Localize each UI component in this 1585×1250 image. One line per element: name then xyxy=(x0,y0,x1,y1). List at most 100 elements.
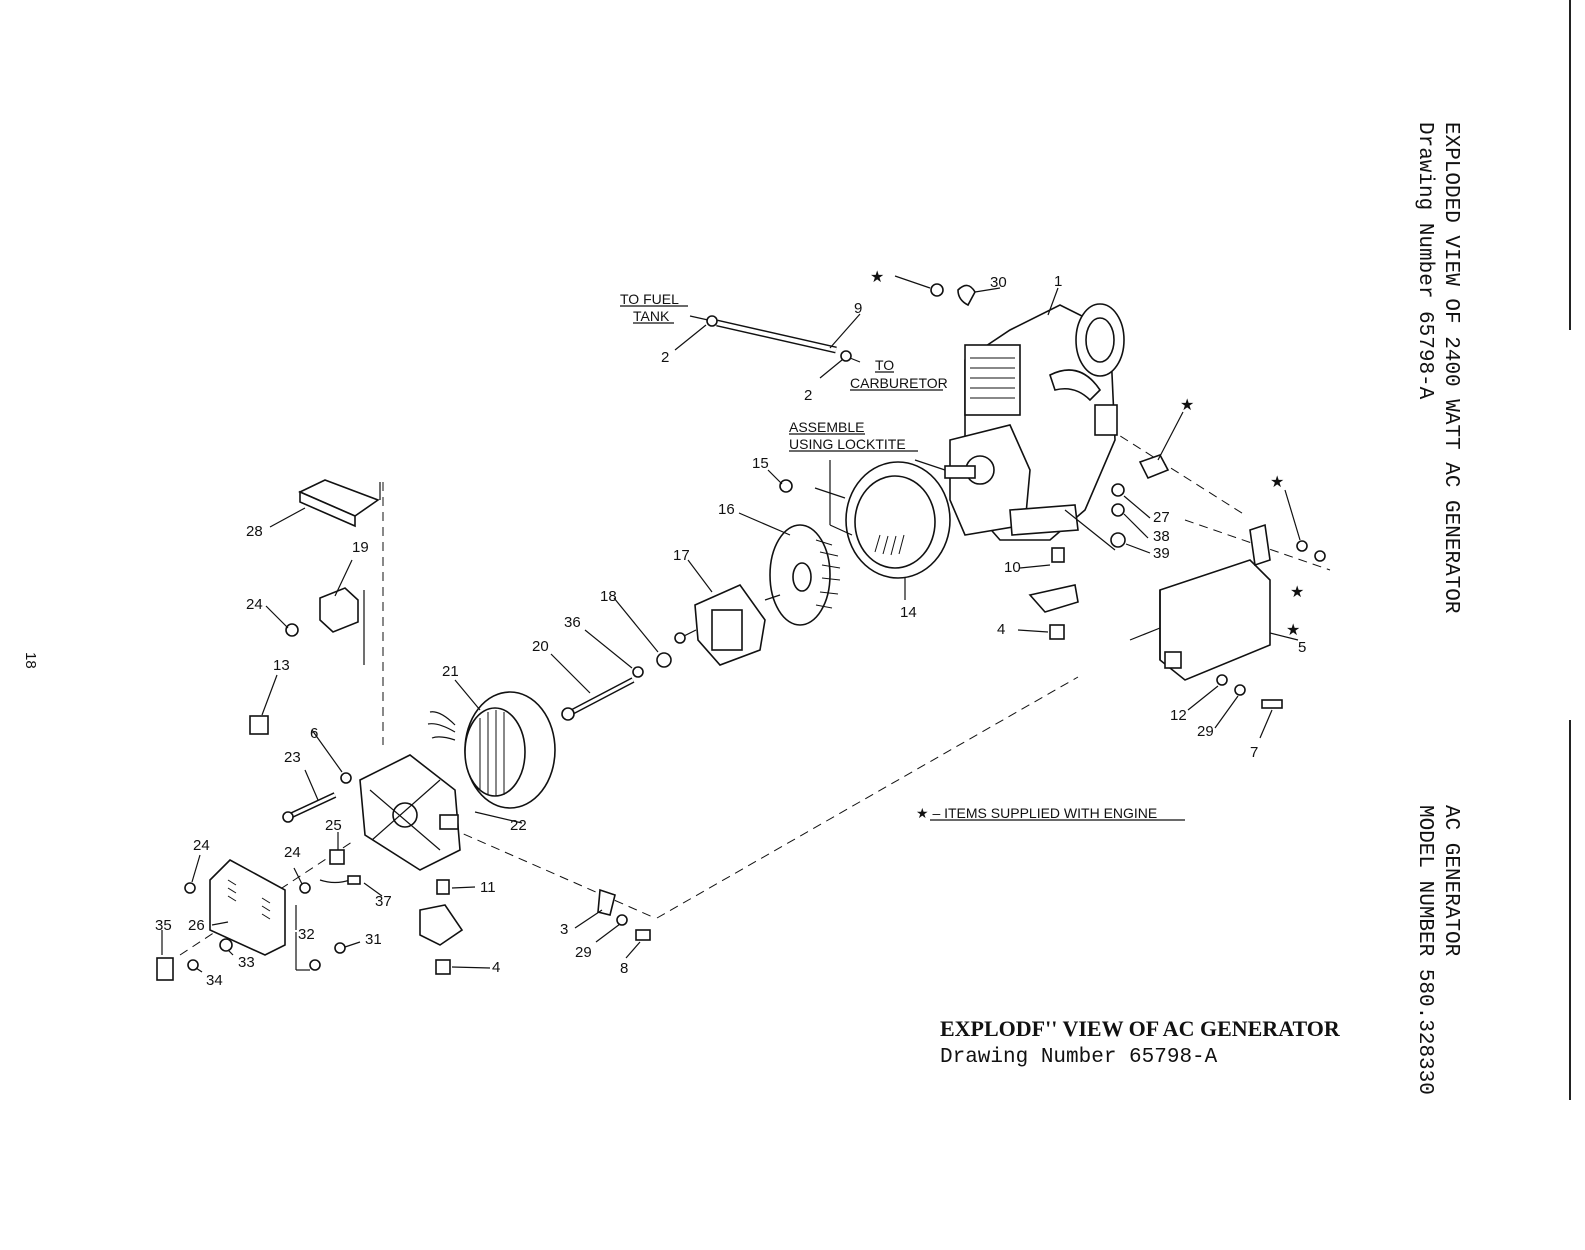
part-callouts: 1 30 9 2 2 15 16 14 17 18 36 20 21 22 28… xyxy=(155,273,1306,989)
side-model-line2: MODEL NUMBER 580.328330 xyxy=(1413,805,1436,1095)
callout-15: 15 xyxy=(752,455,769,472)
bolt-part-23 xyxy=(282,792,337,823)
bottom-title: EXPLODF'' VIEW OF AC GENERATOR Drawing N… xyxy=(940,1016,1341,1069)
cover-box-part-28 xyxy=(298,479,380,528)
screw-part-24-upper xyxy=(285,623,299,637)
star-marker: ★ xyxy=(1286,622,1300,639)
note-assemble-1: ASSEMBLE xyxy=(789,419,864,435)
star-marker: ★ xyxy=(1290,584,1304,601)
gasket-parts-27-38-39 xyxy=(1110,454,1170,548)
callout-5: 5 xyxy=(1298,639,1306,656)
screw-part-24-lower xyxy=(184,882,196,894)
note-to-carburetor-2: CARBURETOR xyxy=(850,375,948,391)
callout-24: 24 xyxy=(284,844,301,861)
callout-27: 27 xyxy=(1153,509,1170,526)
callout-4: 4 xyxy=(492,959,500,976)
callout-31: 31 xyxy=(365,931,382,948)
fan-part-16 xyxy=(769,524,841,626)
page-edge-line xyxy=(1569,0,1571,330)
washer-part-36 xyxy=(632,666,644,678)
callout-6: 6 xyxy=(310,725,318,742)
callout-32: 32 xyxy=(298,926,315,943)
callout-19: 19 xyxy=(352,539,369,556)
callout-14: 14 xyxy=(900,604,917,621)
callout-24: 24 xyxy=(193,837,210,854)
star-marker: ★ xyxy=(870,269,884,286)
side-title-line2: Drawing Number 65798-A xyxy=(1413,122,1436,400)
callout-2: 2 xyxy=(661,349,669,366)
callout-35: 35 xyxy=(155,917,172,934)
clamp-part-30 xyxy=(930,283,976,307)
callout-22: 22 xyxy=(510,817,527,834)
callout-13: 13 xyxy=(273,657,290,674)
washer-part-6 xyxy=(340,772,352,784)
callout-20: 20 xyxy=(532,638,549,655)
plug-part-35 xyxy=(156,957,174,981)
star-marker: ★ xyxy=(1180,397,1194,414)
end-bell-part-22 xyxy=(359,754,461,871)
callout-7: 7 xyxy=(1250,744,1258,761)
callout-36: 36 xyxy=(564,614,581,631)
callout-39: 39 xyxy=(1153,545,1170,562)
engine-item-stars: ★ ★ ★ ★ ★ xyxy=(870,269,1304,639)
note-items-supplied: ★ – ITEMS SUPPLIED WITH ENGINE xyxy=(916,805,1157,821)
nut-engine-star xyxy=(1296,540,1308,552)
side-title-line1: EXPLODED VIEW OF 2400 WATT AC GENERATOR xyxy=(1439,122,1462,614)
callout-37: 37 xyxy=(375,893,392,910)
fuel-line-part-9 xyxy=(706,315,852,362)
note-underlines xyxy=(620,305,1185,821)
side-model: AC GENERATOR MODEL NUMBER 580.328330 xyxy=(1413,805,1462,1095)
screw-part-31 xyxy=(334,942,346,954)
bottom-title-line2: Drawing Number 65798-A xyxy=(940,1046,1218,1069)
callout-30: 30 xyxy=(990,274,1007,291)
side-model-line1: AC GENERATOR xyxy=(1439,805,1462,957)
screw-part-15 xyxy=(779,479,793,493)
callout-12: 12 xyxy=(1170,707,1187,724)
note-to-fuel-tank-1: TO FUEL xyxy=(620,291,679,307)
note-assemble-2: USING LOCKTITE xyxy=(789,436,906,452)
callout-29: 29 xyxy=(575,944,592,961)
nut-part-33 xyxy=(219,938,233,952)
callout-10: 10 xyxy=(1004,559,1021,576)
callout-28: 28 xyxy=(246,523,263,540)
callout-33: 33 xyxy=(238,954,255,971)
callout-1: 1 xyxy=(1054,273,1062,290)
star-marker: ★ xyxy=(1270,474,1284,491)
callout-16: 16 xyxy=(718,501,735,518)
terminal-part-25 xyxy=(319,849,361,885)
callout-4: 4 xyxy=(997,621,1005,638)
mount-part-10 xyxy=(1028,547,1079,640)
engine-part-1 xyxy=(944,303,1125,541)
washer-part-18 xyxy=(656,652,672,668)
callout-34: 34 xyxy=(206,972,223,989)
stator-part-21 xyxy=(427,691,556,809)
callout-25: 25 xyxy=(325,817,342,834)
callout-29: 29 xyxy=(1197,723,1214,740)
callout-3: 3 xyxy=(560,921,568,938)
callout-21: 21 xyxy=(442,663,459,680)
note-to-fuel-tank-2: TANK xyxy=(633,308,670,324)
page-edge-line-lower xyxy=(1569,720,1571,1100)
leader-lines xyxy=(161,275,1301,973)
side-title: EXPLODED VIEW OF 2400 WATT AC GENERATOR … xyxy=(1413,122,1462,614)
fan-housing-part-14 xyxy=(845,461,951,579)
nut-part-34 xyxy=(187,959,199,971)
notes: TO FUEL TANK TO CARBURETOR ASSEMBLE USIN… xyxy=(620,291,1157,821)
callout-8: 8 xyxy=(620,960,628,977)
mount-part-11 xyxy=(419,879,464,975)
nut-part-13 xyxy=(249,715,269,735)
note-to-carburetor-1: TO xyxy=(875,357,894,373)
washer-engine-star xyxy=(1314,550,1326,562)
callout-38: 38 xyxy=(1153,528,1170,545)
callout-26: 26 xyxy=(188,917,205,934)
callout-24: 24 xyxy=(246,596,263,613)
rotor-part-17 xyxy=(674,584,781,666)
through-bolt-part-20 xyxy=(561,677,635,721)
callout-18: 18 xyxy=(600,588,617,605)
bottom-title-line1: EXPLODF'' VIEW OF AC GENERATOR xyxy=(940,1016,1341,1041)
callout-9: 9 xyxy=(854,300,862,317)
muffler-part-5 xyxy=(1159,523,1283,709)
bracket-part-3 xyxy=(597,888,651,941)
